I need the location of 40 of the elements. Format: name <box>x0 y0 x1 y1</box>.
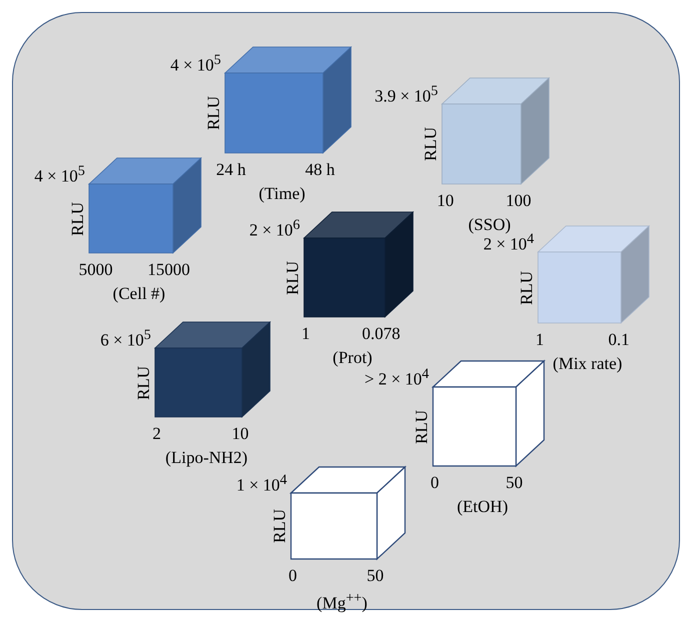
tick-label: 15000 <box>148 261 190 278</box>
value-label: 4 × 10$^{5}$ <box>170 53 221 74</box>
tick-label: 1 <box>535 331 544 348</box>
variable-label: (Mix rate) <box>552 355 622 372</box>
axis-label: RLU <box>69 202 86 236</box>
value-label: 1 × 10$^{4}$ <box>236 473 287 494</box>
tick-label: 48 h <box>305 161 335 178</box>
tick-label: 0.1 <box>608 331 630 348</box>
tick-label: 10 <box>436 192 454 209</box>
value-label: 2 × 10$^{6}$ <box>249 218 300 239</box>
value-label: 3.9 × 10$^{5}$ <box>374 84 438 105</box>
tick-label: 10 <box>232 425 249 442</box>
axis-label: RLU <box>413 410 430 444</box>
tick-label: 2 <box>152 425 161 442</box>
variable-label: (SSO) <box>468 216 511 233</box>
variable-label: (Mg$^{++}$) <box>316 591 368 612</box>
variable-label: (Cell #) <box>112 285 166 302</box>
tick-label: 100 <box>506 192 532 209</box>
axis-label: RLU <box>135 366 152 400</box>
value-label: > 2 × 10$^{4}$ <box>364 367 429 388</box>
tick-label: 0 <box>430 474 439 491</box>
variable-label: (Prot) <box>332 349 372 366</box>
value-label: 2 × 10$^{4}$ <box>483 232 534 253</box>
tick-label: 50 <box>506 474 523 491</box>
tick-label: 0 <box>288 567 297 584</box>
axis-label: RLU <box>284 260 301 294</box>
tick-label: 5000 <box>78 261 113 278</box>
axis-label: RLU <box>518 270 535 304</box>
value-label: 6 × 10$^{5}$ <box>100 328 151 349</box>
tick-label: 1 <box>301 325 310 342</box>
value-label: 4 × 10$^{5}$ <box>34 164 85 185</box>
tick-label: 50 <box>366 567 384 584</box>
axis-label: RLU <box>205 96 222 130</box>
tick-label: 0.078 <box>362 325 400 342</box>
variable-label: (EtOH) <box>457 498 508 515</box>
axis-label: RLU <box>271 509 288 543</box>
variable-label: (Lipo-NH2) <box>165 449 248 466</box>
variable-label: (Time) <box>258 185 306 202</box>
axis-label: RLU <box>422 127 439 161</box>
tick-label: 24 h <box>216 161 246 178</box>
